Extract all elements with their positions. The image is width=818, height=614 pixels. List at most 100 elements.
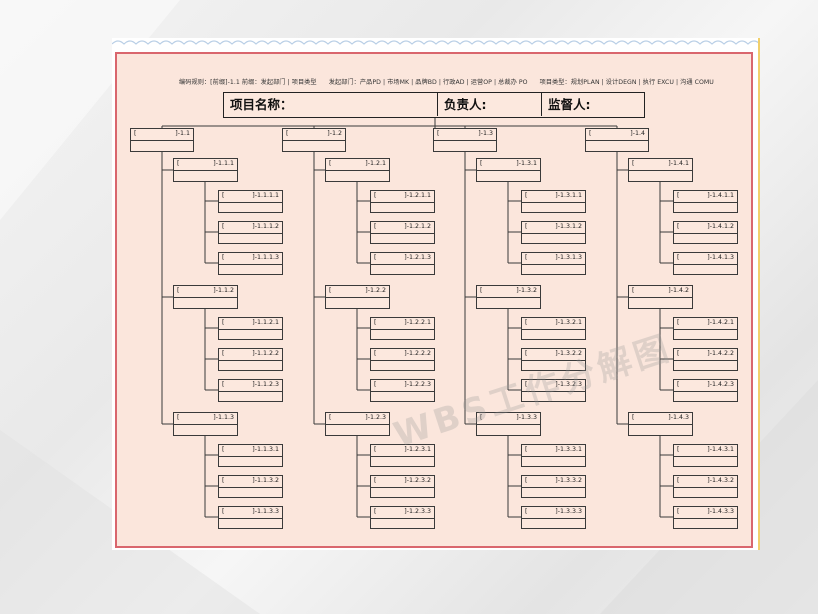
node-body[interactable] <box>283 141 345 152</box>
wbs-node-level3[interactable]: []-1.2.2.3 <box>370 379 435 402</box>
wbs-node-level2[interactable]: []-1.4.1 <box>628 158 693 182</box>
node-body[interactable] <box>371 457 434 467</box>
node-body[interactable] <box>674 203 737 213</box>
node-body[interactable] <box>371 488 434 498</box>
node-body[interactable] <box>371 330 434 340</box>
node-body[interactable] <box>674 361 737 371</box>
wbs-node-level2[interactable]: []-1.4.3 <box>628 412 693 436</box>
node-body[interactable] <box>674 488 737 498</box>
wbs-node-level3[interactable]: []-1.2.3.1 <box>370 444 435 467</box>
wbs-node-level3[interactable]: []-1.3.2.2 <box>521 348 586 371</box>
wbs-node-level3[interactable]: []-1.4.1.2 <box>673 221 738 244</box>
owner-cell[interactable]: 负责人: <box>438 93 542 116</box>
wbs-node-level3[interactable]: []-1.3.3.2 <box>521 475 586 498</box>
node-body[interactable] <box>477 298 540 309</box>
wbs-node-level2[interactable]: []-1.3.1 <box>476 158 541 182</box>
wbs-node-level2[interactable]: []-1.3.3 <box>476 412 541 436</box>
node-body[interactable] <box>174 425 237 436</box>
wbs-node-level3[interactable]: []-1.4.1.3 <box>673 252 738 275</box>
wbs-node-level3[interactable]: []-1.2.1.2 <box>370 221 435 244</box>
node-body[interactable] <box>371 519 434 529</box>
node-body[interactable] <box>629 298 692 309</box>
node-body[interactable] <box>371 361 434 371</box>
wbs-node-level1[interactable]: []-1.2 <box>282 128 346 152</box>
wbs-node-level3[interactable]: []-1.1.2.2 <box>218 348 283 371</box>
node-body[interactable] <box>371 265 434 275</box>
node-body[interactable] <box>174 298 237 309</box>
wbs-node-level2[interactable]: []-1.1.1 <box>173 158 238 182</box>
node-body[interactable] <box>674 519 737 529</box>
node-body[interactable] <box>219 457 282 467</box>
wbs-node-level3[interactable]: []-1.4.3.1 <box>673 444 738 467</box>
node-body[interactable] <box>326 171 389 182</box>
wbs-node-level2[interactable]: []-1.2.2 <box>325 285 390 309</box>
wbs-node-level3[interactable]: []-1.2.2.2 <box>370 348 435 371</box>
node-body[interactable] <box>522 519 585 529</box>
node-body[interactable] <box>522 330 585 340</box>
node-body[interactable] <box>629 425 692 436</box>
wbs-node-level3[interactable]: []-1.2.3.3 <box>370 506 435 529</box>
node-body[interactable] <box>522 488 585 498</box>
wbs-node-level3[interactable]: []-1.1.1.2 <box>218 221 283 244</box>
node-body[interactable] <box>522 457 585 467</box>
wbs-node-level3[interactable]: []-1.2.2.1 <box>370 317 435 340</box>
wbs-node-level2[interactable]: []-1.4.2 <box>628 285 693 309</box>
node-body[interactable] <box>586 141 648 152</box>
node-body[interactable] <box>219 330 282 340</box>
wbs-node-level3[interactable]: []-1.4.2.2 <box>673 348 738 371</box>
wbs-node-level3[interactable]: []-1.1.3.2 <box>218 475 283 498</box>
node-body[interactable] <box>219 361 282 371</box>
node-body[interactable] <box>326 425 389 436</box>
wbs-node-level3[interactable]: []-1.3.3.3 <box>521 506 586 529</box>
node-body[interactable] <box>219 392 282 402</box>
wbs-node-level3[interactable]: []-1.3.2.1 <box>521 317 586 340</box>
wbs-node-level3[interactable]: []-1.1.2.1 <box>218 317 283 340</box>
node-body[interactable] <box>629 171 692 182</box>
node-body[interactable] <box>219 234 282 244</box>
wbs-node-level3[interactable]: []-1.1.1.3 <box>218 252 283 275</box>
wbs-node-level3[interactable]: []-1.3.1.1 <box>521 190 586 213</box>
wbs-node-level3[interactable]: []-1.4.3.2 <box>673 475 738 498</box>
wbs-node-level3[interactable]: []-1.1.3.3 <box>218 506 283 529</box>
wbs-node-level3[interactable]: []-1.4.2.3 <box>673 379 738 402</box>
wbs-node-level2[interactable]: []-1.1.2 <box>173 285 238 309</box>
node-body[interactable] <box>674 457 737 467</box>
node-body[interactable] <box>674 265 737 275</box>
node-body[interactable] <box>371 203 434 213</box>
node-body[interactable] <box>522 203 585 213</box>
node-body[interactable] <box>371 234 434 244</box>
wbs-node-level3[interactable]: []-1.3.1.3 <box>521 252 586 275</box>
node-body[interactable] <box>674 234 737 244</box>
wbs-node-level1[interactable]: []-1.1 <box>130 128 194 152</box>
project-name-cell[interactable]: 项目名称： <box>224 93 438 116</box>
wbs-node-level3[interactable]: []-1.3.3.1 <box>521 444 586 467</box>
wbs-node-level1[interactable]: []-1.4 <box>585 128 649 152</box>
node-body[interactable] <box>522 234 585 244</box>
wbs-node-level3[interactable]: []-1.4.2.1 <box>673 317 738 340</box>
wbs-node-level3[interactable]: []-1.2.1.3 <box>370 252 435 275</box>
node-body[interactable] <box>219 265 282 275</box>
node-body[interactable] <box>477 171 540 182</box>
node-body[interactable] <box>219 519 282 529</box>
wbs-node-level2[interactable]: []-1.2.1 <box>325 158 390 182</box>
wbs-node-level3[interactable]: []-1.1.1.1 <box>218 190 283 213</box>
wbs-node-level1[interactable]: []-1.3 <box>433 128 497 152</box>
wbs-node-level3[interactable]: []-1.3.2.3 <box>521 379 586 402</box>
wbs-node-level2[interactable]: []-1.2.3 <box>325 412 390 436</box>
node-body[interactable] <box>674 330 737 340</box>
wbs-node-level2[interactable]: []-1.1.3 <box>173 412 238 436</box>
wbs-node-level3[interactable]: []-1.4.3.3 <box>673 506 738 529</box>
node-body[interactable] <box>522 265 585 275</box>
supervisor-cell[interactable]: 监督人: <box>542 93 644 116</box>
node-body[interactable] <box>434 141 496 152</box>
wbs-node-level3[interactable]: []-1.1.3.1 <box>218 444 283 467</box>
wbs-node-level3[interactable]: []-1.3.1.2 <box>521 221 586 244</box>
node-body[interactable] <box>674 392 737 402</box>
wbs-node-level3[interactable]: []-1.2.1.1 <box>370 190 435 213</box>
wbs-node-level3[interactable]: []-1.4.1.1 <box>673 190 738 213</box>
node-body[interactable] <box>131 141 193 152</box>
node-body[interactable] <box>219 203 282 213</box>
node-body[interactable] <box>174 171 237 182</box>
node-body[interactable] <box>219 488 282 498</box>
node-body[interactable] <box>326 298 389 309</box>
